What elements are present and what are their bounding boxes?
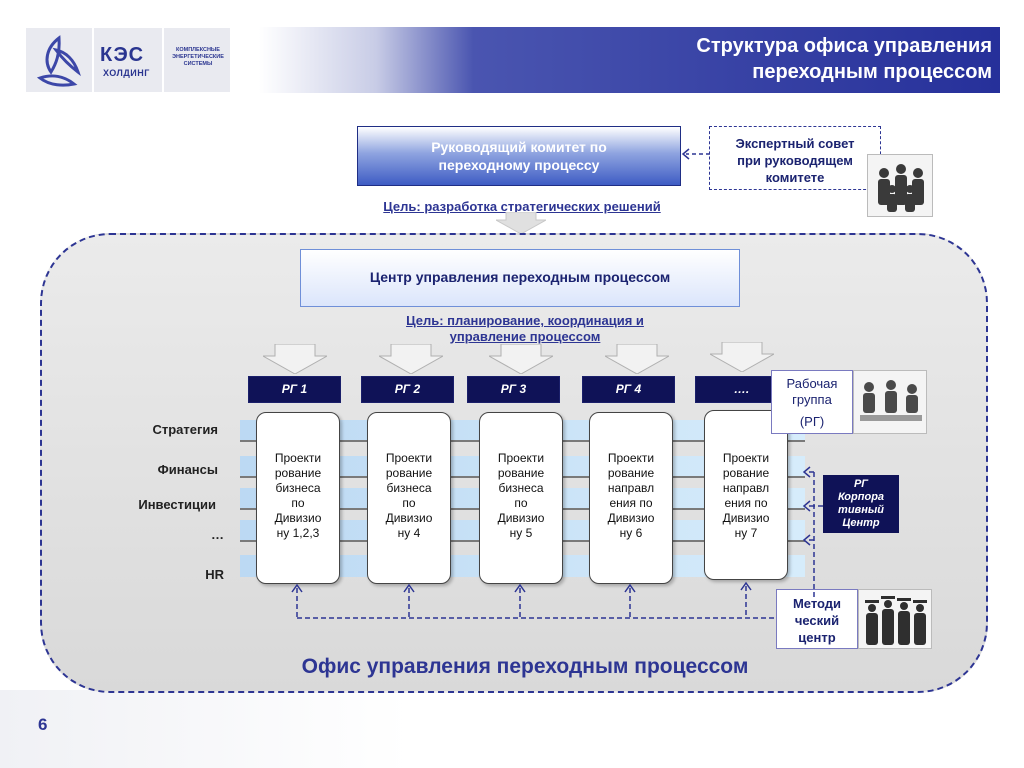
row-label-hr: HR xyxy=(205,567,224,582)
rg1-arrow-icon xyxy=(263,344,327,374)
expert-council-photo xyxy=(867,154,933,217)
rg-box-2: РГ 2 xyxy=(361,376,454,403)
rg-corporate-center-box: РГ Корпора тивный Центр xyxy=(823,475,899,533)
graduates-icon xyxy=(865,596,927,645)
logo-subtext: ХОЛДИНГ xyxy=(103,68,150,78)
logo-text: КЭС xyxy=(100,44,145,66)
logo-name-box xyxy=(94,28,162,92)
bottom-background xyxy=(0,690,1024,768)
down-arrow-icon xyxy=(496,212,546,234)
expert-council-box: Экспертный совет при руководящем комитет… xyxy=(709,126,881,190)
expert-dashed-arrow-icon xyxy=(681,148,710,160)
logo-box xyxy=(26,28,92,92)
working-group-photo xyxy=(853,370,927,434)
working-group-box: Рабочая группа (РГ) xyxy=(771,370,853,434)
rg-box-1: РГ 1 xyxy=(248,376,341,403)
meeting-people-icon xyxy=(860,380,922,421)
row-label-strategy: Стратегия xyxy=(152,422,218,437)
people-group-icon xyxy=(878,164,924,212)
center-goal: Цель: планирование, координация и управл… xyxy=(406,313,644,344)
rg-box-3: РГ 3 xyxy=(467,376,560,403)
logo-desc-box xyxy=(164,28,230,92)
rg3-arrow-icon xyxy=(489,344,553,374)
row-label-investment: Инвестиции xyxy=(138,497,216,512)
rg5-arrow-icon xyxy=(710,342,774,372)
row-label-finance: Финансы xyxy=(157,462,218,477)
methodical-center-box: Методи ческий центр xyxy=(776,589,858,649)
rg-box-4: РГ 4 xyxy=(582,376,675,403)
logo-description: КОМПЛЕКСНЫЕ ЭНЕРГЕТИЧЕСКИЕ СИСТЕМЫ xyxy=(172,47,224,67)
slide-title: Структура офиса управления переходным пр… xyxy=(696,35,992,83)
dashed-connectors xyxy=(291,466,823,619)
row-label-other: … xyxy=(211,527,224,542)
rg4-arrow-icon xyxy=(605,344,669,374)
office-title: Офис управления переходным процессом xyxy=(301,655,749,678)
methodical-center-photo xyxy=(858,589,932,649)
company-logo-icon xyxy=(36,35,81,87)
control-center-box: Центр управления переходным процессом xyxy=(300,249,740,307)
steering-committee-box: Руководящий комитет по переходному проце… xyxy=(357,126,681,186)
rg2-arrow-icon xyxy=(379,344,443,374)
steering-goal: Цель: разработка стратегических решений xyxy=(383,199,661,214)
page-number: 6 xyxy=(38,715,48,734)
